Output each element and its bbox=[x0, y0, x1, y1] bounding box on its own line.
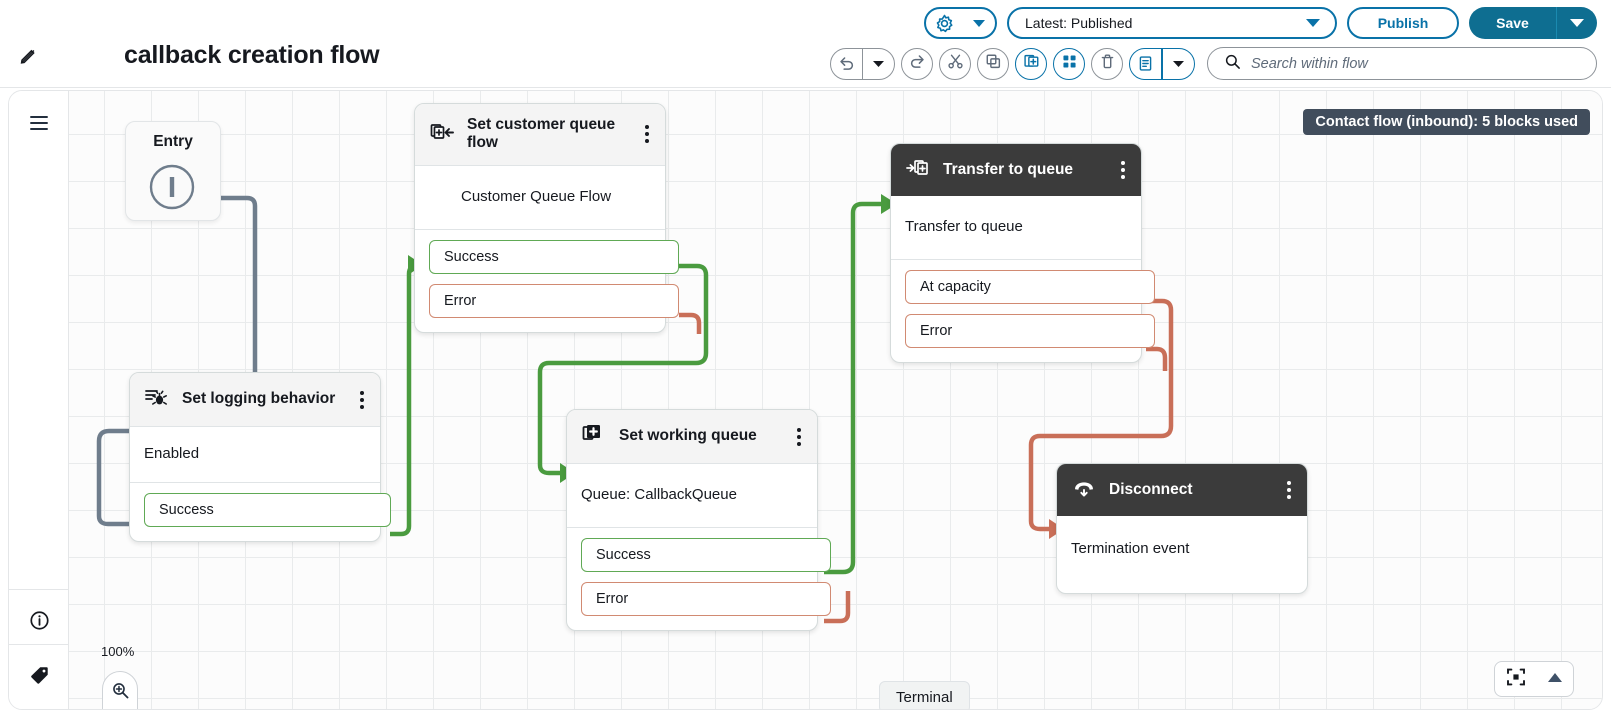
canvas-view-controls[interactable] bbox=[1494, 661, 1574, 697]
branch-error[interactable]: Error bbox=[429, 283, 679, 318]
node-title: Set customer queue flow bbox=[467, 116, 616, 152]
node-set-working-queue[interactable]: Set working queue Queue: CallbackQueue S… bbox=[566, 409, 831, 631]
entry-label: Entry bbox=[153, 133, 193, 150]
settings-split-button[interactable] bbox=[924, 7, 997, 39]
notes-dropdown-chevron-down-icon[interactable] bbox=[1163, 49, 1194, 79]
branch-success[interactable]: Success bbox=[429, 239, 679, 274]
save-button[interactable]: Save bbox=[1469, 7, 1557, 39]
set-working-queue-icon bbox=[581, 422, 607, 451]
node-branches: Success bbox=[130, 483, 391, 541]
publish-button[interactable]: Publish bbox=[1347, 7, 1459, 39]
redo-icon bbox=[909, 53, 926, 75]
node-body-text: Transfer to queue bbox=[891, 196, 1141, 260]
node-menu-button[interactable] bbox=[1283, 479, 1295, 501]
page-title: callback creation flow bbox=[124, 40, 380, 69]
redacted-title-region bbox=[54, 40, 124, 70]
zoom-in-button[interactable] bbox=[103, 672, 137, 708]
node-title: Transfer to queue bbox=[943, 160, 1074, 178]
canvas-left-rail bbox=[9, 91, 69, 709]
header-actions: Latest: Published Publish Save bbox=[924, 7, 1597, 39]
search-input[interactable]: Search within flow bbox=[1207, 47, 1597, 80]
node-set-customer-queue-flow[interactable]: Set customer queue flow Customer Queue F… bbox=[414, 103, 679, 333]
branch-success[interactable]: Success bbox=[144, 493, 391, 527]
document-icon[interactable] bbox=[1130, 49, 1161, 79]
flow-title-row: callback creation flow bbox=[16, 40, 380, 70]
blocks-used-badge: Contact flow (inbound): 5 blocks used bbox=[1303, 109, 1590, 135]
zoom-controls bbox=[102, 671, 138, 709]
flow-version-select[interactable]: Latest: Published bbox=[1007, 7, 1337, 39]
node-body-text: Enabled bbox=[130, 427, 380, 483]
node-header[interactable]: Set logging behavior bbox=[130, 373, 380, 427]
node-header[interactable]: Disconnect bbox=[1057, 464, 1307, 516]
trash-icon bbox=[1099, 53, 1116, 75]
node-header[interactable]: Set customer queue flow bbox=[415, 104, 665, 166]
add-block-button[interactable] bbox=[1015, 47, 1048, 80]
hamburger-menu-icon[interactable] bbox=[9, 99, 69, 147]
flow-version-value: Latest: Published bbox=[1025, 15, 1133, 31]
search-icon bbox=[1224, 53, 1241, 75]
edit-toolbar: Search within flow bbox=[829, 47, 1597, 80]
node-branches: At capacity Error bbox=[891, 260, 1155, 362]
blocks-library-button[interactable] bbox=[1053, 47, 1086, 80]
pencil-icon[interactable] bbox=[16, 42, 42, 68]
save-chevron-down-icon[interactable] bbox=[1557, 7, 1597, 39]
flow-canvas[interactable]: Contact flow (inbound): 5 blocks used En… bbox=[8, 90, 1603, 710]
node-title: Set logging behavior bbox=[182, 390, 336, 408]
node-header[interactable]: Set working queue bbox=[567, 410, 817, 464]
undo-dropdown-chevron-down-icon[interactable] bbox=[863, 49, 894, 79]
app-header: callback creation flow Latest: Published… bbox=[0, 0, 1611, 88]
node-menu-button[interactable] bbox=[356, 389, 368, 411]
node-menu-button[interactable] bbox=[1117, 159, 1129, 181]
disconnect-icon bbox=[1071, 477, 1097, 504]
node-menu-button[interactable] bbox=[641, 123, 653, 145]
zoom-out-button[interactable] bbox=[103, 708, 137, 709]
redo-button[interactable] bbox=[901, 47, 934, 80]
node-menu-button[interactable] bbox=[793, 426, 805, 448]
node-transfer-to-queue[interactable]: Transfer to queue Transfer to queue At c… bbox=[890, 143, 1155, 363]
branch-error[interactable]: Error bbox=[905, 314, 1155, 348]
transfer-to-queue-icon bbox=[905, 157, 931, 184]
notes-split-button[interactable] bbox=[1129, 47, 1195, 80]
version-chevron-down-icon[interactable] bbox=[1305, 15, 1321, 31]
scissors-icon bbox=[947, 53, 964, 75]
grid-blocks-icon bbox=[1061, 53, 1078, 75]
node-title: Disconnect bbox=[1109, 480, 1193, 498]
undo-split-button[interactable] bbox=[829, 47, 896, 80]
set-customer-queue-flow-icon bbox=[429, 121, 455, 148]
node-body-text: Termination event bbox=[1071, 540, 1190, 557]
save-split-button[interactable]: Save bbox=[1469, 7, 1597, 39]
add-block-icon bbox=[1023, 53, 1040, 75]
search-placeholder: Search within flow bbox=[1251, 55, 1368, 72]
branch-success[interactable]: Success bbox=[581, 538, 831, 572]
node-title: Set working queue bbox=[619, 427, 757, 445]
settings-chevron-down-icon[interactable] bbox=[963, 9, 995, 37]
node-body-text: Queue: CallbackQueue bbox=[567, 464, 817, 528]
terminal-chip: Terminal bbox=[879, 681, 970, 709]
node-set-logging-behavior[interactable]: Set logging behavior Enabled Success bbox=[129, 372, 391, 542]
undo-icon[interactable] bbox=[831, 49, 862, 79]
zoom-level-label: 100% bbox=[101, 644, 135, 659]
copy-button[interactable] bbox=[977, 47, 1010, 80]
gear-icon[interactable] bbox=[926, 9, 963, 37]
node-header[interactable]: Transfer to queue bbox=[891, 144, 1141, 196]
branch-at-capacity[interactable]: At capacity bbox=[905, 270, 1155, 304]
copy-icon bbox=[985, 53, 1002, 75]
node-branches: Success Error bbox=[415, 230, 679, 332]
node-body-text: Customer Queue Flow bbox=[415, 166, 665, 230]
triangle-up-icon[interactable] bbox=[1547, 670, 1563, 688]
branch-error[interactable]: Error bbox=[581, 582, 831, 616]
node-branches: Success Error bbox=[567, 528, 831, 630]
fit-to-screen-icon[interactable] bbox=[1506, 667, 1526, 692]
entry-circle-icon bbox=[145, 159, 201, 220]
set-logging-behavior-icon bbox=[144, 385, 170, 414]
node-disconnect[interactable]: Disconnect Termination event bbox=[1056, 463, 1308, 594]
info-circle-icon[interactable] bbox=[9, 596, 69, 644]
cut-button[interactable] bbox=[939, 47, 972, 80]
delete-button[interactable] bbox=[1091, 47, 1124, 80]
entry-node[interactable]: Entry bbox=[125, 121, 221, 221]
tag-icon[interactable] bbox=[9, 651, 69, 699]
